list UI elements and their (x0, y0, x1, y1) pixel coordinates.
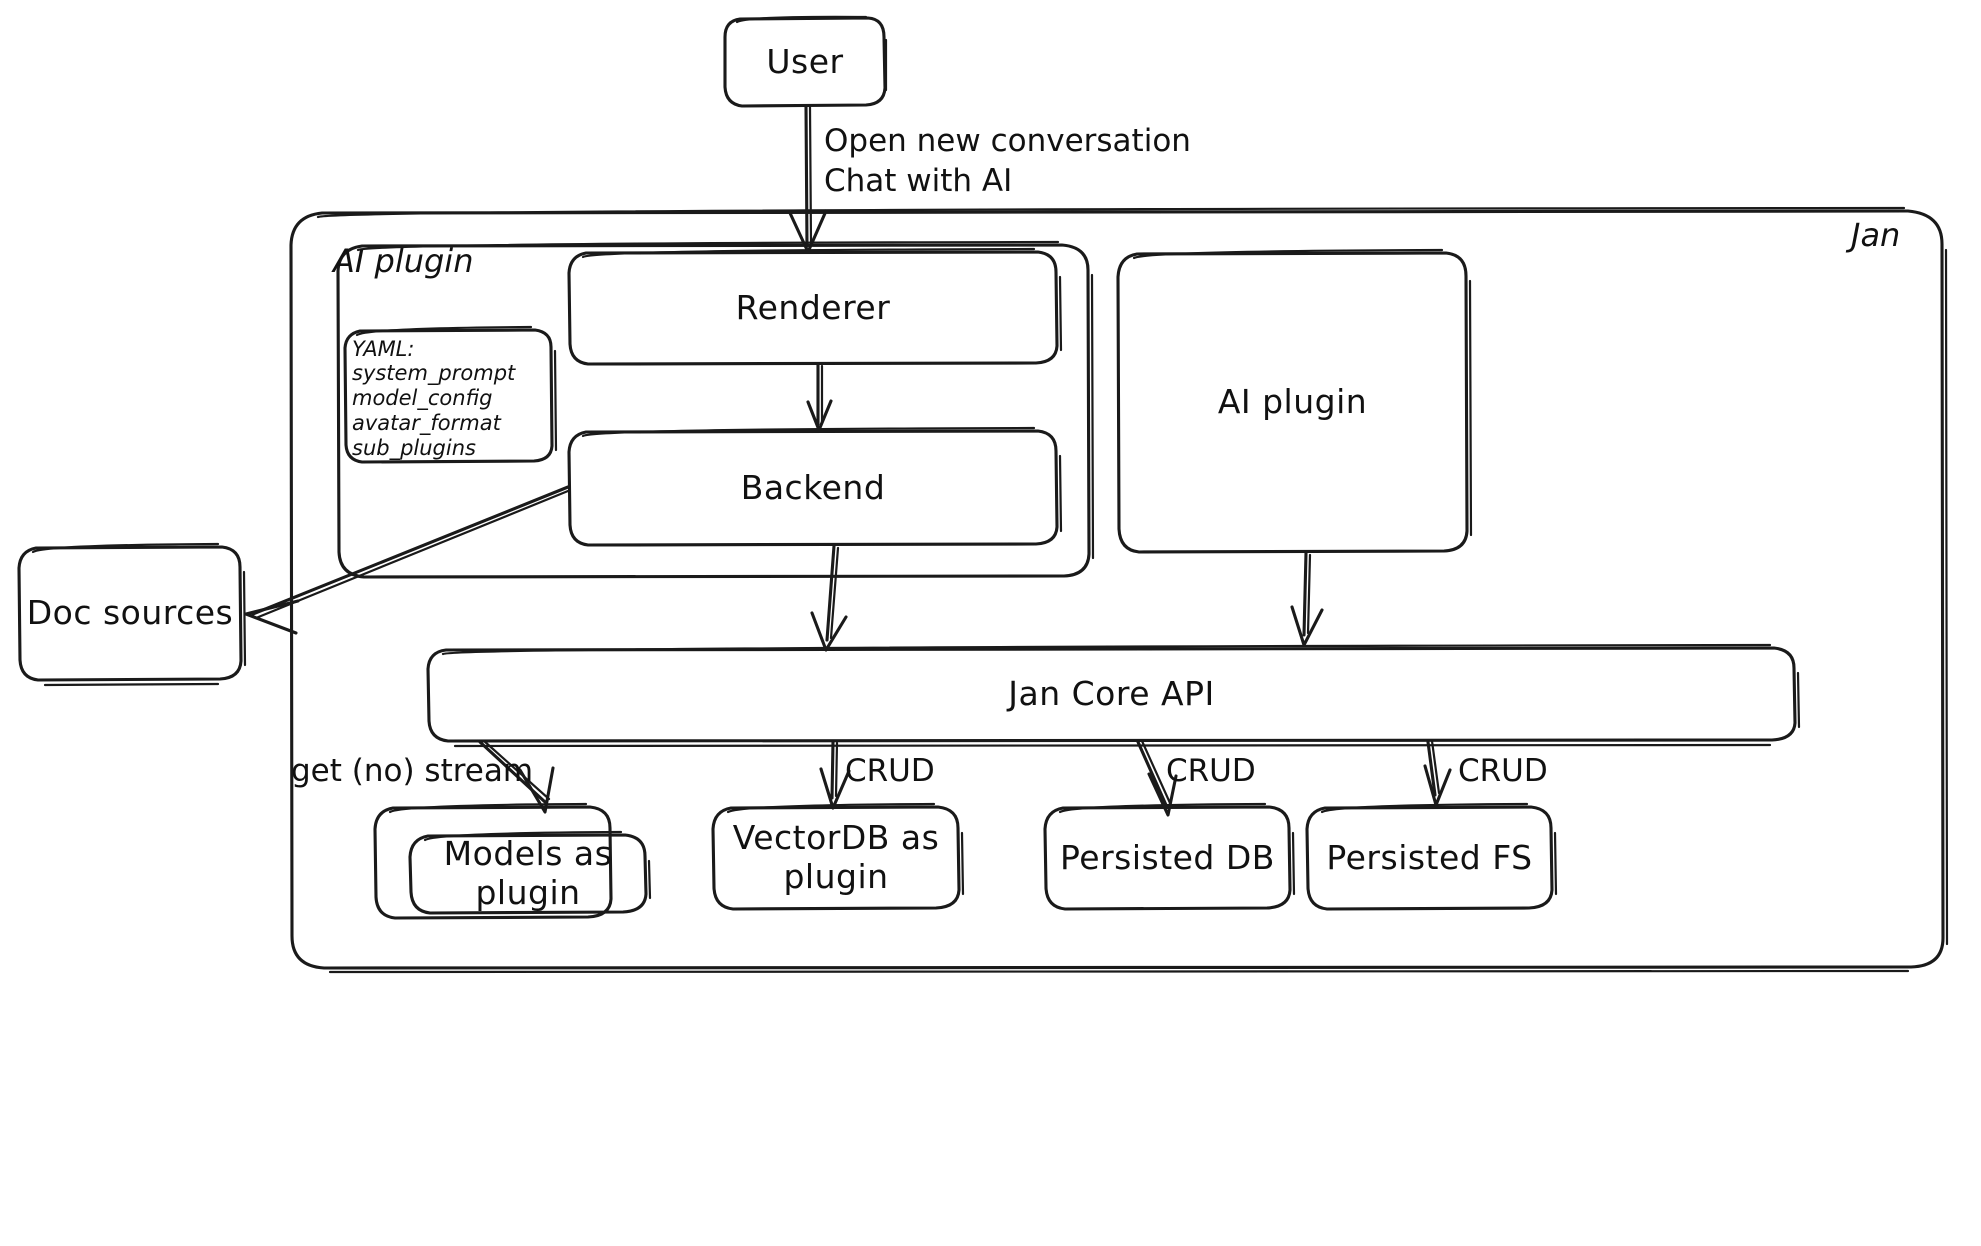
jan-container-shape (289, 206, 1949, 974)
edge-renderer-to-backend (806, 363, 833, 432)
edge-label-user-to-renderer: Open new conversation Chat with AI (824, 123, 1191, 199)
edge-jancoreapi-to-models (478, 739, 555, 814)
persisted-fs-node-shape[interactable] (1305, 802, 1558, 911)
edge-label-get-no-stream: get (no) stream (291, 753, 534, 789)
yaml-card-key-model-config: model_config (352, 386, 493, 410)
yaml-card-shape (343, 325, 558, 464)
ai-plugin-group-shape (336, 240, 1095, 579)
user-node-shape[interactable] (723, 15, 888, 108)
jan-core-api-node-shape[interactable] (426, 643, 1801, 748)
edge-label-crud-persisted-db: CRUD (1166, 753, 1256, 789)
models-as-plugin-node-shape[interactable] (408, 830, 652, 915)
edge-label-crud-persisted-fs: CRUD (1458, 753, 1548, 789)
edge-aiplugin-to-jancoreapi (1290, 551, 1324, 647)
edge-backend-to-docsources (244, 485, 570, 635)
ai-plugin-group-label: AI plugin (333, 242, 474, 280)
ai-plugin-right-node-shape[interactable] (1116, 248, 1473, 554)
jan-container-label: Jan (1851, 216, 1901, 254)
yaml-card-header: YAML: (352, 337, 415, 361)
renderer-node-shape[interactable] (567, 247, 1063, 366)
edge-jancoreapi-to-persistedfs (1423, 739, 1452, 807)
persisted-db-node-shape[interactable] (1043, 802, 1296, 911)
yaml-card-key-sub-plugins: sub_plugins (352, 436, 476, 460)
edge-user-to-renderer (788, 104, 828, 254)
edge-jancoreapi-to-persisteddb (1136, 739, 1178, 817)
yaml-card-key-system-prompt: system_prompt (352, 361, 516, 385)
yaml-card-key-avatar-format: avatar_format (352, 411, 501, 435)
backend-node-shape[interactable] (567, 426, 1063, 547)
edge-backend-to-jancoreapi (810, 544, 848, 652)
doc-sources-node-shape[interactable] (17, 542, 247, 687)
edge-label-crud-vectordb: CRUD (845, 753, 935, 789)
vectordb-as-plugin-node-shape[interactable] (711, 802, 965, 911)
models-as-plugin-stack-back (373, 802, 613, 920)
